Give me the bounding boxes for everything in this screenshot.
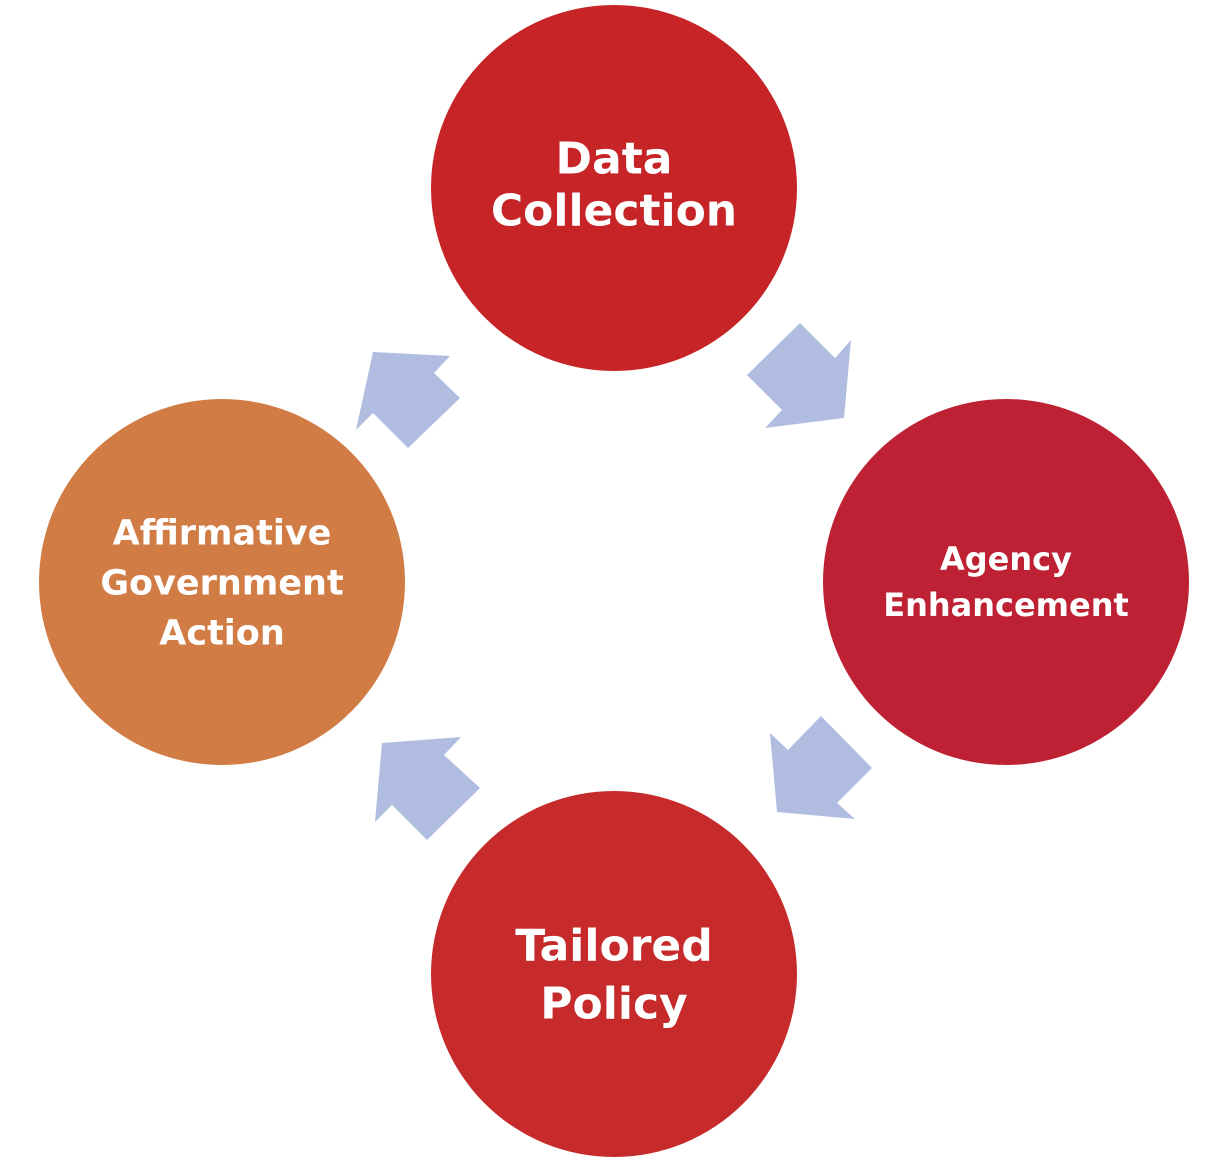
arrow-affirmative-government-action-to-data-collection <box>356 352 460 448</box>
node-label-line: Agency <box>940 540 1072 578</box>
node-circle <box>39 399 405 765</box>
node-label-line: Tailored <box>515 920 712 971</box>
node-label-line: Enhancement <box>883 586 1129 624</box>
node-circle <box>431 5 797 371</box>
node-label-line: Government <box>100 563 343 603</box>
arrow-tailored-policy-to-affirmative-government-action <box>375 737 480 840</box>
node-label-line: Affirmative <box>113 513 332 553</box>
arrows <box>356 323 872 840</box>
nodes: DataCollectionAgencyEnhancementTailoredP… <box>39 5 1189 1157</box>
arrow-agency-enhancement-to-tailored-policy <box>770 716 872 819</box>
arrow-data-collection-to-agency-enhancement <box>747 323 851 428</box>
node-circle <box>431 791 797 1157</box>
node-label-line: Policy <box>540 978 687 1029</box>
node-label-line: Collection <box>491 185 737 236</box>
node-circle <box>823 399 1189 765</box>
node-label-line: Data <box>556 133 673 184</box>
node-label-line: Action <box>159 613 285 653</box>
